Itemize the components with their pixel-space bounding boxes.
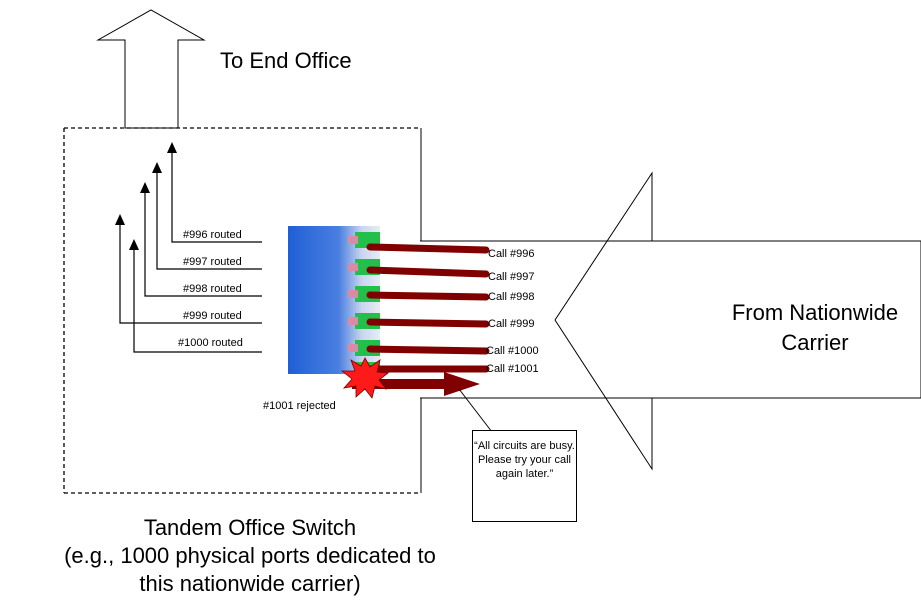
switch-caption-line-2: (e.g., 1000 physical ports dedicated to [64,543,436,568]
from-carrier-arrow [554,171,921,471]
call-label-998: Call #998 [488,291,535,303]
routed-paths [119,150,262,353]
routed-arrowheads [115,142,177,250]
switch-caption: Tandem Office Switch (e.g., 1000 physica… [0,514,500,598]
routed-label-998: #998 routed [183,283,242,295]
rejected-label: #1001 rejected [263,400,336,412]
call-lines [366,243,490,373]
to-end-office-arrow [96,9,206,129]
routed-label-1000: #1000 routed [178,337,243,349]
tandem-switch-box [63,127,422,494]
call-label-1000: Call #1000 [486,345,539,357]
carrier-label: From Nationwide Carrier [700,300,921,356]
switch-caption-line-3: this nationwide carrier) [139,571,361,596]
routed-label-997: #997 routed [183,256,242,268]
switch-caption-line-1: Tandem Office Switch [143,515,357,540]
carrier-label-line-1: From Nationwide [731,300,899,325]
busy-message-callout: “All circuits are busy. Please try your … [472,430,577,522]
rejected-call-arrow [352,372,480,396]
call-label-997: Call #997 [488,271,535,283]
call-label-1001: Call #1001 [486,363,539,375]
rejection-burst-icon [340,357,390,399]
call-label-996: Call #996 [488,248,535,260]
routed-label-999: #999 routed [183,310,242,322]
to-end-office-label: To End Office [220,48,352,73]
carrier-label-line-2: Carrier [781,330,849,355]
call-label-999: Call #999 [488,318,535,330]
callout-pointer [458,388,493,433]
routed-label-996: #996 routed [183,229,242,241]
